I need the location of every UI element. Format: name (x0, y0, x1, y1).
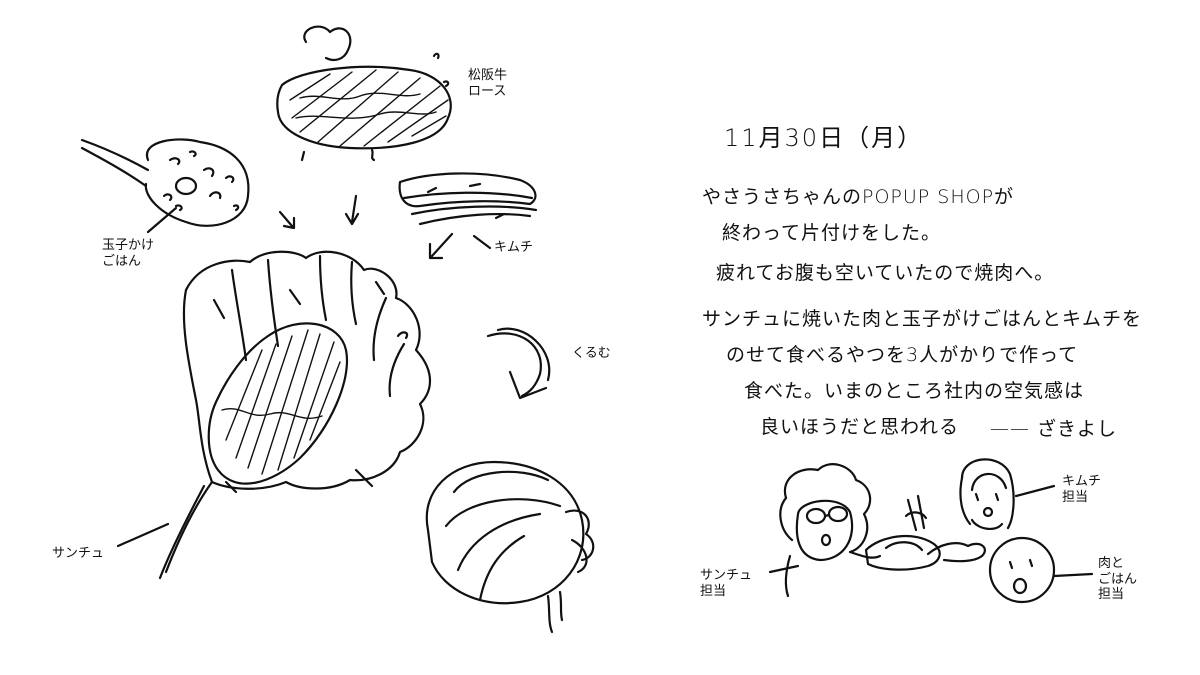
wrap-label: くるむ (572, 346, 611, 361)
diary-date: 11月30日（月） (724, 124, 924, 152)
diary-line: 食べた。いまのところ社内の空気感は (744, 380, 1085, 402)
wrap-arrow (486, 327, 551, 400)
kimchi-label: キムチ (494, 240, 534, 255)
sanchu-label: サンチュ (52, 546, 105, 561)
beef-drawing (276, 25, 452, 162)
diary-line: サンチュに焼いた肉と玉子がけごはんとキムチを (702, 308, 1143, 330)
lettuce-wrap-drawing (116, 250, 431, 580)
diary-line: 終わって片付けをした。 (722, 222, 942, 244)
kimchi-role-label: キムチ 担当 (1062, 474, 1102, 505)
egg-rice-label: 玉子かけ ごはん (102, 238, 155, 269)
people-drawing (768, 458, 1094, 604)
wrapped-bundle-drawing (425, 460, 595, 634)
meat-rice-role-label: 肉と ごはん 担当 (1098, 556, 1138, 603)
arrows (278, 194, 454, 260)
beef-label: 松阪牛 ロース (468, 68, 508, 99)
sanchu-role-label: サンチュ 担当 (700, 568, 753, 599)
diary-line: のせて食べるやつを3人がかりで作って (726, 344, 1079, 366)
egg-rice-drawing (80, 138, 250, 234)
kimchi-drawing (398, 172, 538, 250)
diary-line: やさうさちゃんのPOPUP SHOPが (702, 186, 1015, 208)
diary-signature: —— ざきよし (990, 418, 1118, 440)
diary-line: 良いほうだと思われる (760, 416, 960, 438)
diary-line: 疲れてお腹も空いていたので焼肉へ。 (716, 262, 1055, 284)
